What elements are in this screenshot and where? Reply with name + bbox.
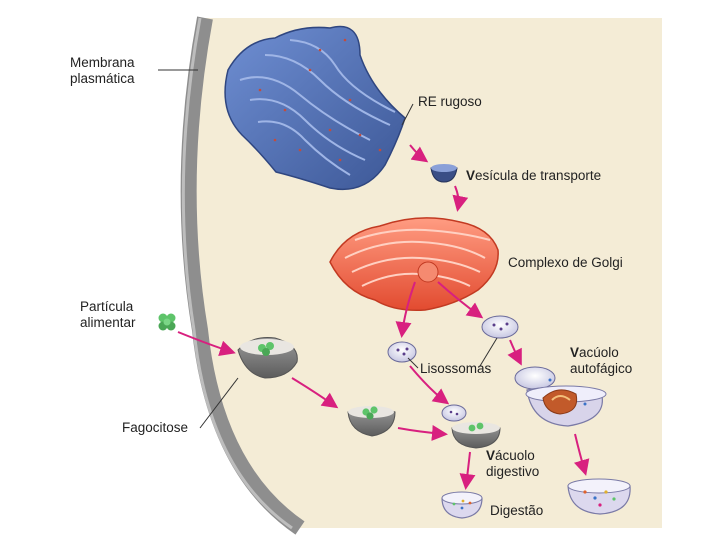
arrow-particle-to-pocket xyxy=(177,331,236,356)
digestive-vacuole xyxy=(451,422,501,449)
lysosome-small xyxy=(441,404,467,422)
leader-lines xyxy=(158,69,498,429)
golgi-complex xyxy=(329,217,499,312)
label-fagocitose: Fagocitose xyxy=(122,420,189,435)
label-digestivo-initial: V xyxy=(486,448,496,463)
arrow-digestive-to-digestion xyxy=(459,451,476,490)
residual-vesicle-right xyxy=(567,478,631,515)
label-autofagico-line2: autofágico xyxy=(570,361,633,376)
lysosome-right xyxy=(481,315,519,339)
autophagic-vacuole xyxy=(514,366,607,427)
plasma-membrane xyxy=(180,16,305,535)
label-complexo-golgi: Complexo de Golgi xyxy=(508,255,623,270)
arrow-autophagic-to-residual xyxy=(573,433,590,476)
label-autofagico-initial: V xyxy=(570,345,580,360)
label-particula-line2: alimentar xyxy=(80,315,136,330)
arrow-er-to-vesicle xyxy=(409,144,429,163)
label-digestivo-line1: Vácuolo xyxy=(486,448,539,464)
label-digestivo-line2: digestivo xyxy=(486,464,540,479)
label-particula-line1: Partícula xyxy=(80,299,134,314)
label-re-rugoso: RE rugoso xyxy=(418,94,482,109)
food-particle xyxy=(158,313,176,331)
leader-re xyxy=(401,103,414,126)
arrow-golgi-to-lysosome-right xyxy=(437,281,484,319)
lysosome-left xyxy=(387,341,417,363)
arrow-phagosome-to-digestive xyxy=(397,425,448,441)
leader-lisossomas-right xyxy=(479,337,498,367)
process-arrows xyxy=(177,144,590,490)
label-membrana-line1: Membrana xyxy=(70,55,135,70)
label-autofagico-line1: Vacúolo xyxy=(570,345,632,361)
phagosome xyxy=(347,406,396,437)
label-lisossomas: Lisossomas xyxy=(420,361,492,376)
label-membrana-plasmatica: Membrana plasmática xyxy=(70,55,135,87)
label-vacuolo-digestivo: Vácuolo digestivo xyxy=(486,448,539,480)
label-digestao: Digestão xyxy=(490,503,544,518)
label-autofagico-rest: acúolo xyxy=(579,345,619,360)
rough-er xyxy=(224,25,406,191)
label-vesicula-initial: V xyxy=(466,168,476,183)
label-membrana-line2: plasmática xyxy=(70,71,135,86)
digestion-vesicle xyxy=(441,491,483,519)
leader-fagocitose xyxy=(199,377,239,429)
arrow-vesicle-to-golgi xyxy=(452,185,469,212)
label-vesicula-transporte: Vesícula de transporte xyxy=(466,168,601,184)
arrow-lysosome-right-to-autophagic xyxy=(507,339,522,366)
leader-lisossomas-left xyxy=(407,357,419,369)
arrow-lysosome-left-to-small xyxy=(409,365,450,405)
arrow-golgi-to-lysosome-left xyxy=(395,281,416,338)
arrow-pocket-to-phagosome xyxy=(291,377,339,409)
label-digestivo-rest: ácuolo xyxy=(495,448,535,463)
phagocytosis-pocket xyxy=(237,337,298,379)
transport-vesicle xyxy=(430,164,458,183)
label-particula-alimentar: Partícula alimentar xyxy=(80,299,136,331)
label-vacuolo-autofagico: Vacúolo autofágico xyxy=(570,345,632,377)
label-vesicula-rest: esícula de transporte xyxy=(475,168,602,183)
